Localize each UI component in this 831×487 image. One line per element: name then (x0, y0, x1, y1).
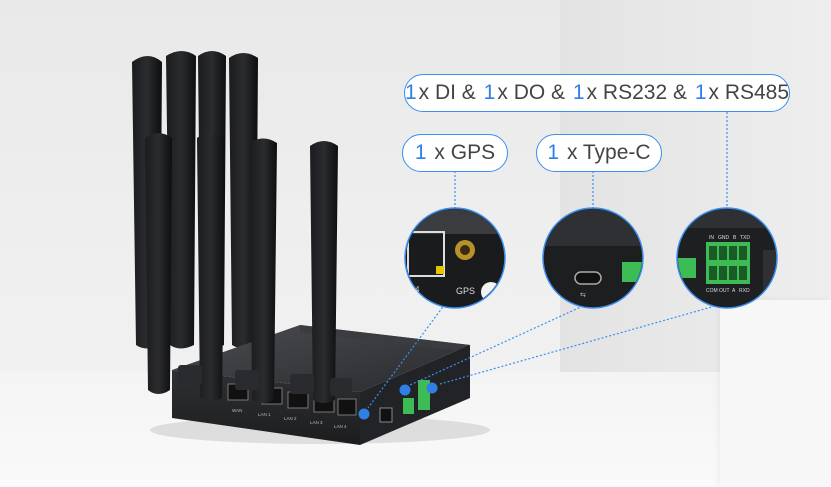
svg-text:LAN 3: LAN 3 (310, 420, 323, 425)
port-labels: WAN LAN 1 LAN 2 LAN 3 LAN 4 (232, 408, 347, 429)
svg-text:GPS: GPS (456, 286, 475, 296)
svg-text:OUT: OUT (719, 288, 730, 294)
svg-text:4: 4 (415, 285, 420, 294)
svg-text:A: A (732, 288, 736, 294)
background-step (720, 300, 831, 487)
antennas-back (132, 51, 258, 349)
svg-text:GND: GND (718, 235, 730, 241)
label-typec: 1 x Type-C (536, 134, 662, 172)
svg-text:LAN 4: LAN 4 (334, 424, 347, 429)
label-gps: 1 x GPS (402, 134, 508, 172)
zoom-terminal: IN GND B TXD COM OUT A RXD (676, 207, 778, 309)
svg-text:B: B (733, 235, 737, 241)
svg-text:RXD: RXD (739, 288, 750, 294)
leader-lines (367, 112, 728, 409)
svg-text:IN: IN (709, 235, 714, 241)
usb-icon: ⇆ (580, 292, 586, 299)
svg-text:LAN 1: LAN 1 (258, 412, 271, 417)
antennas-front (145, 133, 352, 403)
svg-text:TXD: TXD (740, 235, 750, 241)
zoom-gps: GPS 4 (404, 207, 506, 309)
svg-text:COM: COM (706, 288, 718, 294)
zoom-typec: ⇆ (542, 207, 644, 309)
svg-text:WAN: WAN (232, 408, 242, 413)
svg-text:LAN 2: LAN 2 (284, 416, 297, 421)
